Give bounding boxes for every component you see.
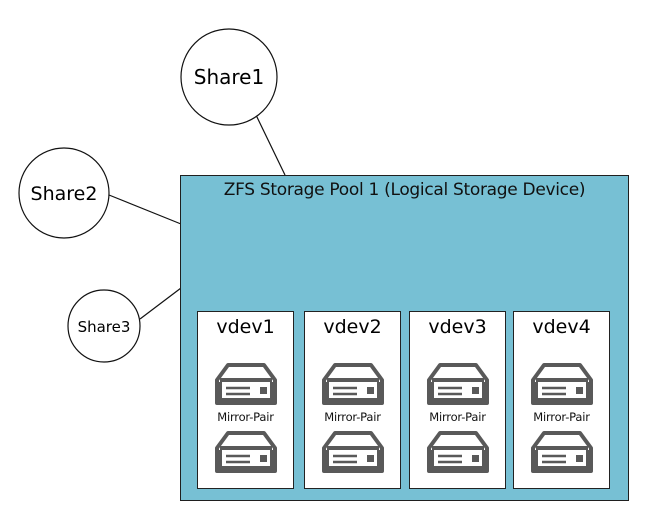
vdev-name: vdev4 [532, 316, 591, 338]
share-label: Share2 [31, 183, 98, 205]
drive-icon [322, 363, 384, 405]
vdev-subtitle: Mirror-Pair [217, 410, 274, 424]
vdev-box-4[interactable]: vdev4 Mirror-Pair [513, 311, 610, 489]
connector-share2-pool [108, 194, 182, 225]
vdev-subtitle: Mirror-Pair [324, 410, 381, 424]
drive-icon [215, 431, 277, 473]
vdev-box-1[interactable]: vdev1 Mirror-Pair [197, 311, 294, 489]
drive-icon [322, 431, 384, 473]
vdev-name: vdev2 [323, 316, 382, 338]
vdev-name: vdev1 [216, 316, 275, 338]
pool-title: ZFS Storage Pool 1 (Logical Storage Devi… [223, 180, 586, 200]
vdev-box-2[interactable]: vdev2 Mirror-Pair [304, 311, 401, 489]
share-label: Share1 [194, 65, 264, 89]
vdev-box-3[interactable]: vdev3 Mirror-Pair [409, 311, 506, 489]
share-node-3[interactable]: Share3 [67, 289, 141, 363]
drive-icon [215, 363, 277, 405]
drive-icon [531, 363, 593, 405]
connector-share1-pool [255, 114, 286, 176]
share-node-1[interactable]: Share1 [180, 28, 278, 126]
drive-icon [427, 363, 489, 405]
vdev-name: vdev3 [428, 316, 487, 338]
share-label: Share3 [78, 318, 131, 336]
drive-icon [531, 431, 593, 473]
vdev-subtitle: Mirror-Pair [533, 410, 590, 424]
connector-share3-pool [139, 287, 182, 320]
zfs-storage-pool[interactable]: ZFS Storage Pool 1 (Logical Storage Devi… [180, 175, 629, 501]
drive-icon [427, 431, 489, 473]
vdev-subtitle: Mirror-Pair [429, 410, 486, 424]
share-node-2[interactable]: Share2 [18, 147, 110, 239]
